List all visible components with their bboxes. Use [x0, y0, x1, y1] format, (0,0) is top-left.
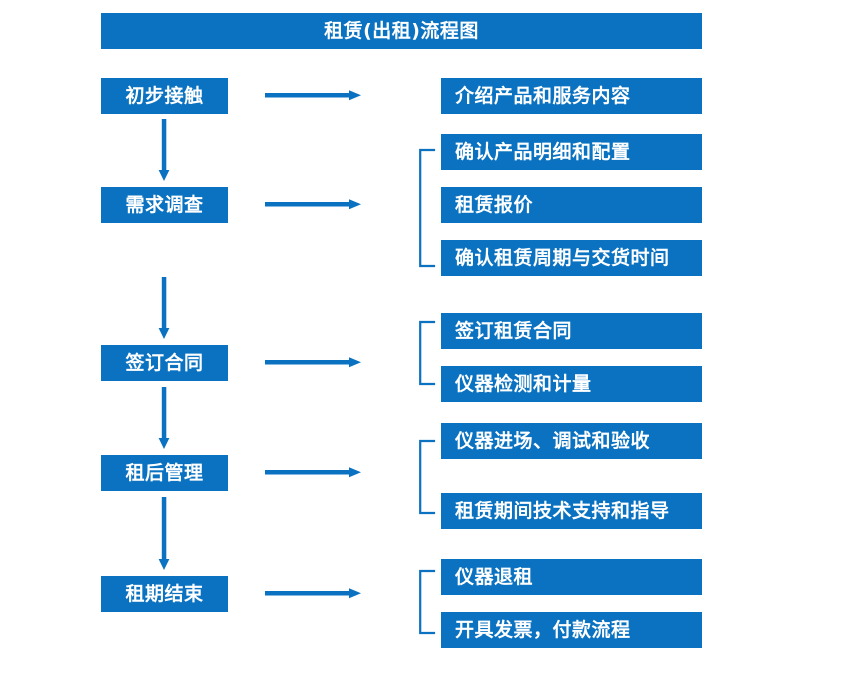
arrow-right-2-icon [265, 197, 361, 211]
arrow-down-2-icon [157, 277, 171, 339]
detail-box-2[interactable]: 确认产品明细和配置 [441, 134, 702, 170]
detail-box-6[interactable]: 仪器检测和计量 [441, 366, 702, 402]
bracket-group-4-icon [419, 439, 436, 515]
stage-box-1[interactable]: 初步接触 [101, 78, 228, 114]
detail-box-5[interactable]: 签订租赁合同 [441, 313, 702, 349]
arrow-down-4-icon [157, 497, 171, 570]
detail-box-7[interactable]: 仪器进场、调试和验收 [441, 423, 702, 459]
detail-box-8[interactable]: 租赁期间技术支持和指导 [441, 493, 702, 529]
stage-box-2[interactable]: 需求调查 [101, 187, 228, 223]
stage-box-5[interactable]: 租期结束 [101, 576, 228, 612]
stage-box-4[interactable]: 租后管理 [101, 455, 228, 491]
detail-box-3[interactable]: 租赁报价 [441, 187, 702, 223]
arrow-right-5-icon [265, 586, 361, 600]
detail-box-9[interactable]: 仪器退租 [441, 559, 702, 595]
arrow-right-1-icon [265, 88, 361, 102]
detail-box-10[interactable]: 开具发票，付款流程 [441, 612, 702, 648]
diagram-title: 租赁(出租)流程图 [101, 13, 702, 49]
bracket-group-2-icon [419, 148, 436, 268]
detail-box-4[interactable]: 确认租赁周期与交货时间 [441, 240, 702, 276]
arrow-right-4-icon [265, 465, 361, 479]
arrow-down-1-icon [157, 119, 171, 181]
detail-box-1[interactable]: 介绍产品和服务内容 [441, 78, 702, 114]
bracket-group-3-icon [419, 320, 436, 386]
bracket-group-5-icon [419, 569, 436, 635]
arrow-right-3-icon [265, 355, 361, 369]
arrow-down-3-icon [157, 387, 171, 449]
stage-box-3[interactable]: 签订合同 [101, 345, 228, 381]
